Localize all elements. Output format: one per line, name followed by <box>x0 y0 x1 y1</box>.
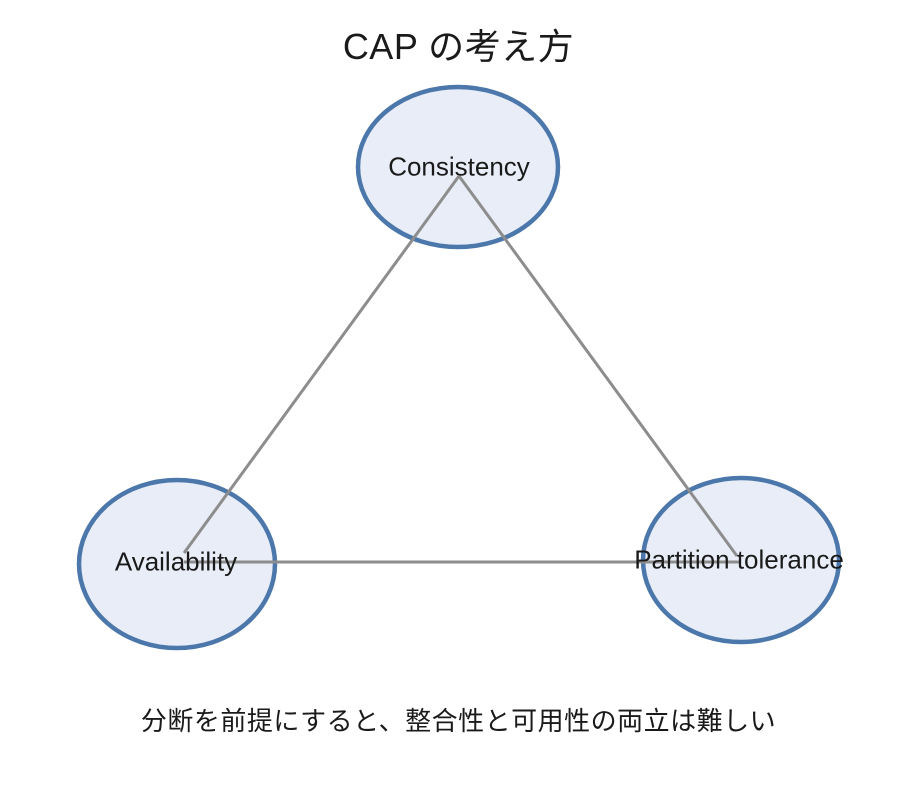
node-partition-tolerance-label: Partition tolerance <box>634 544 844 575</box>
node-consistency-ellipse <box>355 84 561 250</box>
edge-consistency-availability <box>182 175 461 554</box>
node-availability-ellipse <box>76 477 278 651</box>
node-partition-tolerance-ellipse <box>640 475 842 645</box>
node-availability-label: Availability <box>114 546 238 577</box>
page-title: CAP の考え方 <box>342 26 575 67</box>
edge-consistency-partition-tolerance <box>457 175 739 557</box>
diagram-caption: 分断を前提にすると、整合性と可用性の両立は難しい <box>140 706 777 736</box>
node-consistency-label: Consistency <box>388 151 530 182</box>
